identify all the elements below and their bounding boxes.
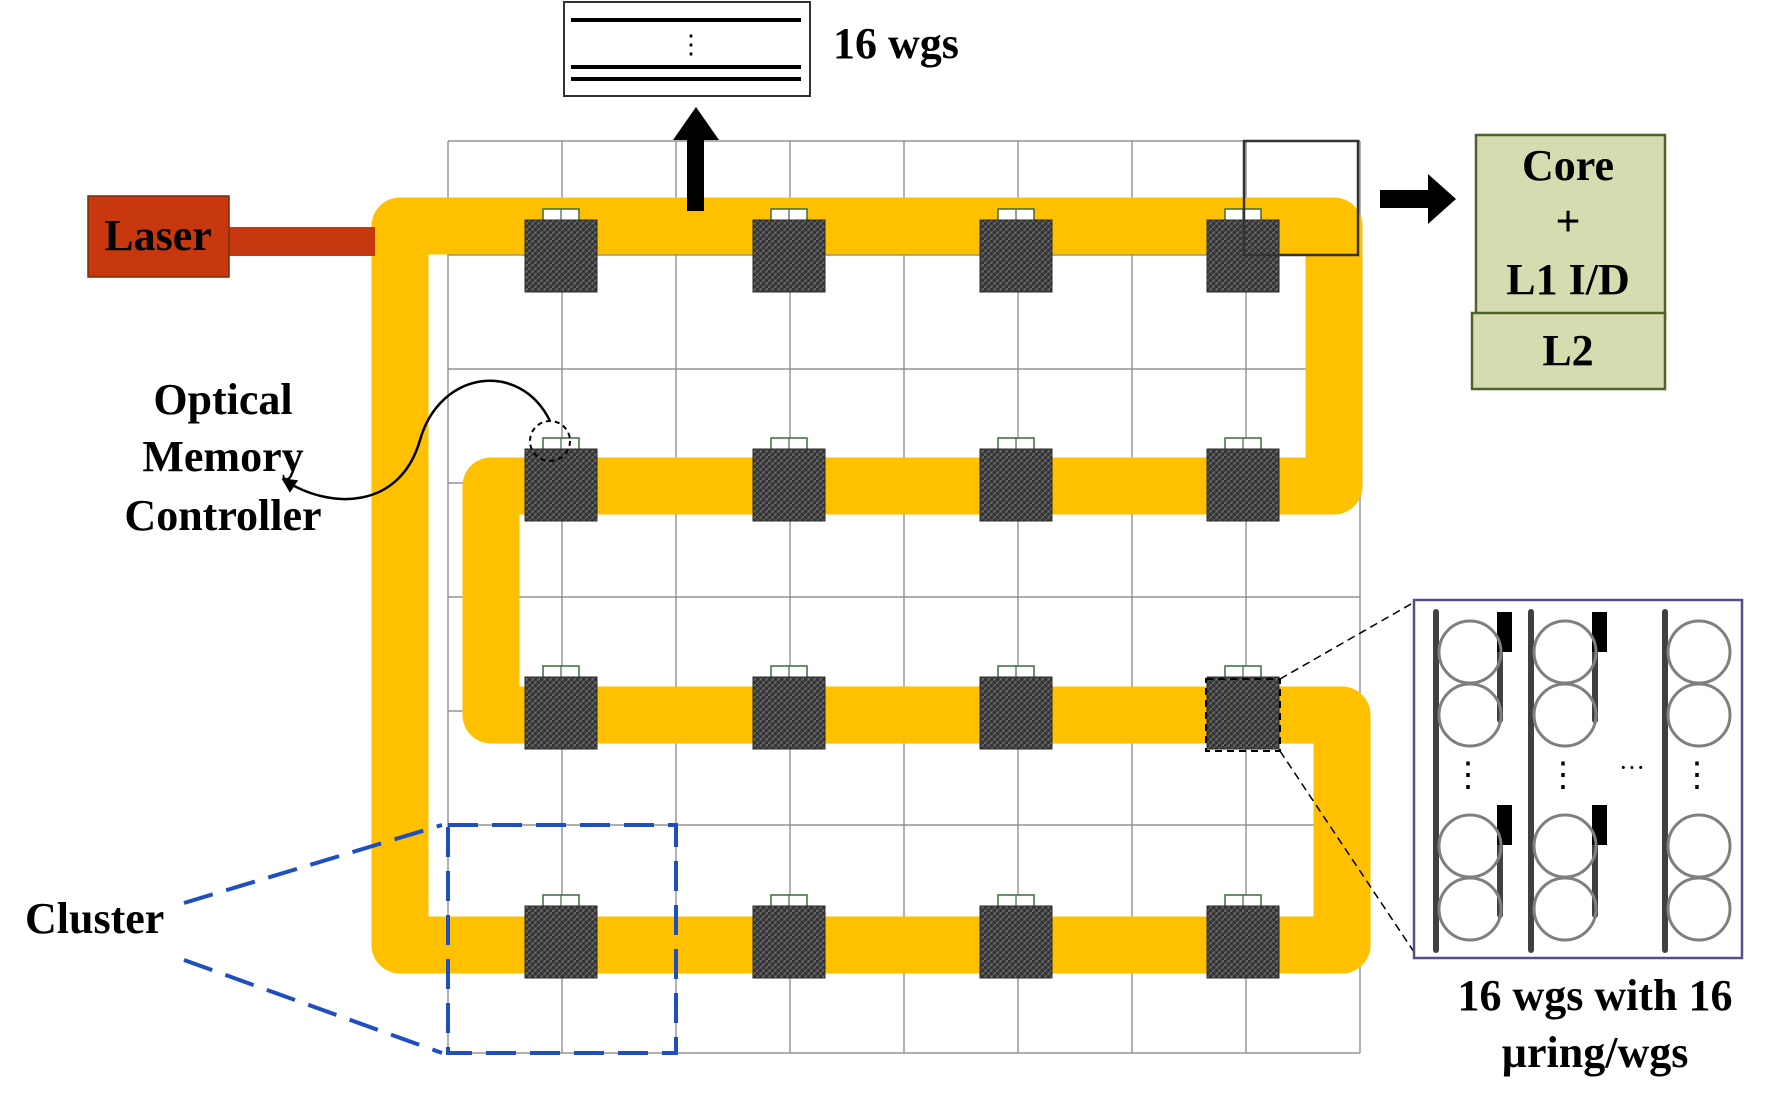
node-chip (524, 448, 598, 522)
node-chip (752, 448, 826, 522)
node-chip (524, 676, 598, 750)
l2-box (1470, 311, 1667, 391)
top-wgs-dots: ⋮ (678, 30, 704, 59)
ring-panel-caption-line2: µring/wgs (1502, 1028, 1689, 1077)
photonic-node (524, 665, 598, 750)
ring-hdots: ··· (1619, 753, 1645, 782)
photonic-node (752, 437, 826, 522)
controller-pointer (281, 379, 552, 501)
microring (1437, 876, 1503, 942)
zoom-line-top (1279, 599, 1419, 680)
node-chip (1206, 905, 1280, 979)
node-chip (524, 219, 598, 293)
node-chip (979, 905, 1053, 979)
controller-label-line3: Controller (124, 491, 321, 540)
node-chip (1206, 448, 1280, 522)
right-arrow (1380, 174, 1456, 224)
node-grid (524, 208, 1280, 979)
photodetector (1592, 805, 1607, 845)
photonic-node (524, 208, 598, 293)
photonic-node (524, 437, 598, 522)
top-wgs-label: 16 wgs (833, 19, 959, 68)
ring-vdots-1: ⋮ (1451, 757, 1485, 794)
photonic-node (524, 894, 598, 979)
photonic-node (752, 665, 826, 750)
photonic-node (979, 894, 1053, 979)
l1-label: L1 I/D (1506, 255, 1629, 304)
node-chip (752, 905, 826, 979)
selected-node-outline (1205, 678, 1281, 752)
microring (1666, 682, 1732, 748)
cluster-box (446, 823, 678, 1055)
core-label: Core (1522, 141, 1614, 190)
photonic-node (752, 208, 826, 293)
ring-vdots-3: ⋮ (1680, 757, 1714, 794)
laser-box (87, 195, 230, 278)
cluster-label: Cluster (25, 894, 164, 943)
laser-label: Laser (104, 211, 212, 260)
node-chip (979, 448, 1053, 522)
cluster-pointer-bottom (183, 958, 443, 1055)
photonic-node (752, 894, 826, 979)
node-chip (752, 676, 826, 750)
node-chip (979, 219, 1053, 293)
photonic-node (1206, 894, 1280, 979)
photodetector (1497, 805, 1512, 845)
photonic-node (979, 437, 1053, 522)
photonic-node (1206, 437, 1280, 522)
ring-vdots-2: ⋮ (1546, 757, 1580, 794)
controller-label-line1: Optical (153, 375, 292, 424)
core-tile-outline (1242, 139, 1360, 257)
photonic-node (1206, 665, 1280, 750)
microring (1532, 876, 1598, 942)
microring (1532, 682, 1598, 748)
photonic-node (979, 665, 1053, 750)
node-chip (524, 905, 598, 979)
microring (1666, 876, 1732, 942)
node-chip (979, 676, 1053, 750)
optical-waveguide (371, 197, 1371, 974)
cluster-pointer-top (183, 823, 443, 905)
l2-label: L2 (1542, 326, 1593, 375)
up-arrow (673, 107, 719, 211)
plus-label: + (1555, 197, 1580, 246)
controller-label-line2: Memory (142, 432, 303, 481)
node-chip (1206, 676, 1280, 750)
microring (1437, 682, 1503, 748)
photonic-node (979, 208, 1053, 293)
core-box (1474, 133, 1667, 320)
node-chip (752, 219, 826, 293)
top-wgs-box (563, 1, 811, 97)
microring-panel (1412, 598, 1744, 960)
ring-panel-caption-line1: 16 wgs with 16 (1457, 971, 1732, 1020)
microring-array (1433, 609, 1732, 953)
zoom-line-bottom (1279, 750, 1419, 959)
laser-output-bar (226, 227, 375, 256)
